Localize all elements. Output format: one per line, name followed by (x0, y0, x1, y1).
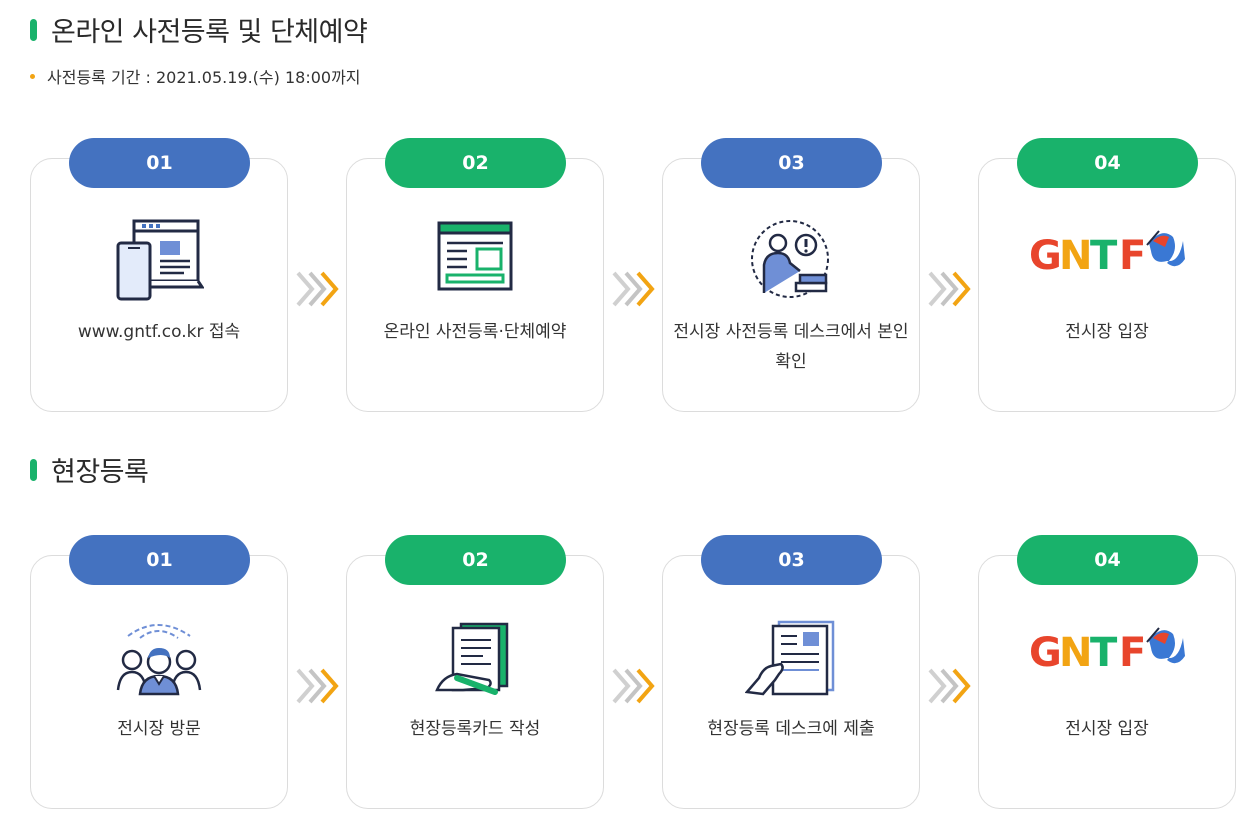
period-text: 사전등록 기간 : 2021.05.19.(수) 18:00까지 (47, 68, 361, 87)
step-number-badge-4: 04 (1017, 138, 1198, 188)
online-step-card-3: 전시장 사전등록 데스크에서 본인확인 (662, 158, 920, 412)
step-label: 온라인 사전등록·단체예약 (383, 322, 567, 342)
step-number-badge-3: 03 (701, 535, 882, 585)
desk-person-icon (746, 219, 836, 305)
svg-text:T: T (1090, 233, 1118, 279)
section-title-onsite: 현장등록 (30, 450, 149, 489)
step-label: 전시장 사전등록 데스크에서 본인확인 (673, 322, 909, 372)
svg-text:G: G (1029, 233, 1060, 279)
step-number-badge-1: 01 (69, 138, 250, 188)
gntf-logo: G N T F (1027, 620, 1187, 684)
svg-text:N: N (1059, 233, 1092, 279)
web-form-icon (435, 217, 515, 299)
onsite-step-card-1: 전시장 방문 (30, 555, 288, 809)
svg-text:F: F (1119, 630, 1146, 676)
chevron-right-icon (612, 271, 655, 307)
section-title-online: 온라인 사전등록 및 단체예약 (30, 10, 368, 49)
bullet-dot-icon (30, 73, 35, 79)
svg-text:N: N (1059, 630, 1092, 676)
preregistration-period: 사전등록 기간 : 2021.05.19.(수) 18:00까지 (30, 64, 361, 88)
step-number-badge-2: 02 (385, 535, 566, 585)
step-label: www.gntf.co.kr 접속 (77, 322, 241, 342)
step-label: 전시장 입장 (1065, 322, 1149, 342)
step-label: 현장등록 데스크에 제출 (707, 719, 875, 739)
step-label: 전시장 입장 (1065, 719, 1149, 739)
svg-text:G: G (1029, 630, 1060, 676)
step-number-badge-1: 01 (69, 535, 250, 585)
gntf-logo: G N T F (1027, 223, 1187, 287)
chevron-right-icon (296, 271, 339, 307)
onsite-step-card-4: G N T F 전시장 입장 (978, 555, 1236, 809)
onsite-steps-row: 전시장 방문 01 현장등록카드 작성 02 (0, 535, 1250, 815)
title-accent-bar (30, 458, 37, 481)
chevron-right-icon (928, 271, 971, 307)
onsite-step-card-3: 현장등록 데스크에 제출 (662, 555, 920, 809)
chevron-right-icon (612, 668, 655, 704)
chevron-right-icon (928, 668, 971, 704)
section-title-text: 현장등록 (51, 457, 149, 488)
step-label: 현장등록카드 작성 (409, 719, 541, 739)
chevron-right-icon (296, 668, 339, 704)
onsite-step-card-2: 현장등록카드 작성 (346, 555, 604, 809)
section-title-text: 온라인 사전등록 및 단체예약 (51, 17, 368, 48)
online-step-card-4: G N T F 전시장 입장 (978, 158, 1236, 412)
step-label: 전시장 방문 (117, 719, 201, 739)
visitors-icon (114, 618, 204, 702)
svg-text:F: F (1119, 233, 1146, 279)
submit-document-icon (744, 618, 837, 704)
title-accent-bar (30, 18, 37, 41)
online-step-card-2: 온라인 사전등록·단체예약 (346, 158, 604, 412)
computer-devices-icon (114, 217, 205, 307)
svg-text:T: T (1090, 630, 1118, 676)
step-number-badge-2: 02 (385, 138, 566, 188)
step-number-badge-4: 04 (1017, 535, 1198, 585)
online-steps-row: www.gntf.co.kr 접속 01 온라인 사전등록·단체예약 02 (0, 138, 1250, 418)
writing-form-icon (433, 618, 517, 704)
step-number-badge-3: 03 (701, 138, 882, 188)
online-step-card-1: www.gntf.co.kr 접속 (30, 158, 288, 412)
